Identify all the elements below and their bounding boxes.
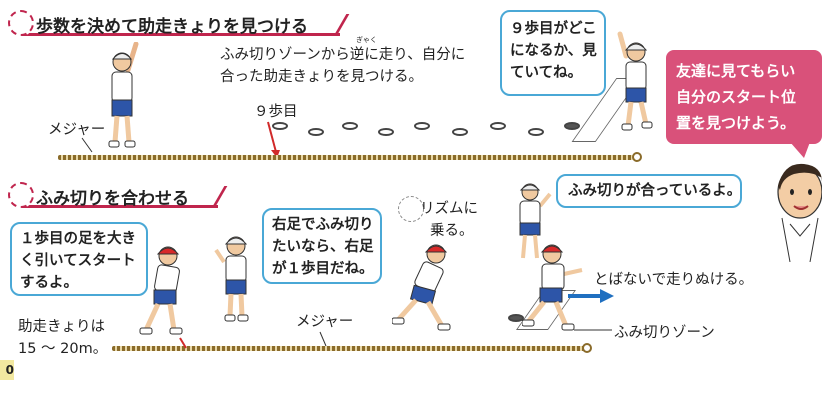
section1-description-line2: 合った助走きょりを見つける。: [220, 69, 423, 85]
section1-title-text: 歩数を決めて助走きょりを見つける: [36, 17, 308, 37]
right-bubble-text: ふみ切りが合っているよ。: [568, 183, 742, 199]
section2-measuring-tape: [112, 346, 586, 351]
footprint: [414, 122, 430, 130]
page-number: 0: [0, 360, 14, 380]
footprint: [452, 128, 468, 136]
section1-speech-bubble: ９歩目がどこ になるか、見 ていてね。: [500, 10, 606, 96]
footprint: [378, 128, 394, 136]
section2-title: ふみ切りを合わせる: [8, 182, 228, 209]
section2-mid-bubble: 右足でふみ切り たいなら、右足 が１歩目だね。: [262, 208, 382, 284]
section1-title-underline: [22, 33, 340, 36]
section1-measuring-tape: [58, 155, 636, 160]
footprint: [564, 122, 580, 130]
section1-tape-end: [632, 152, 642, 162]
section2-right-bubble: ふみ切りが合っているよ。: [556, 174, 742, 208]
mid-bubble-line2: たいなら、右足: [272, 239, 374, 255]
section1-tape-label: メジャー: [48, 122, 106, 138]
zone-label-leader: [574, 329, 612, 331]
rhythm-dashed-circle: [398, 196, 424, 222]
pink-note-line2: 自分のスタート位: [676, 88, 797, 106]
run-up-distance-line1: 助走きょりは: [18, 319, 105, 335]
section2-number-circle: [8, 182, 34, 208]
kid-raising-hand-right: [617, 31, 653, 131]
left-bubble-line1: １歩目の足を大き: [20, 231, 136, 247]
left-bubble-line3: するよ。: [20, 275, 78, 291]
footprint: [490, 122, 506, 130]
kid-ready-to-start: [139, 246, 183, 335]
section1-step-label: ９歩目: [254, 104, 298, 120]
teacher-face: [777, 163, 822, 262]
pink-note-box: 友達に見てもらい 自分のスタート位 置を見つけよう。: [666, 50, 822, 144]
section1-tape-pointer: [81, 137, 93, 153]
mid-bubble-line3: が１歩目だね。: [272, 261, 374, 277]
section2-tape-end: [582, 343, 592, 353]
footprint: [272, 122, 288, 130]
kid-watching: [214, 236, 249, 322]
direction-arrow: [568, 289, 614, 303]
section1-number-circle: [8, 10, 34, 36]
footprint: [508, 314, 524, 322]
run-through-label: とばないで走りぬける。: [594, 272, 754, 288]
section2-left-bubble: １歩目の足を大き く引いてスタート するよ。: [10, 222, 148, 296]
section1-bubble-line1: ９歩目がどこ: [510, 21, 597, 37]
mid-bubble-line1: 右足でふみ切り: [272, 217, 374, 233]
section2-title-underline: [22, 205, 218, 208]
section1-ruby: ぎゃく: [356, 36, 377, 44]
section1-title: 歩数を決めて助走きょりを見つける: [8, 10, 350, 37]
footprint: [342, 122, 358, 130]
left-bubble-line2: く引いてスタート: [20, 253, 136, 269]
zone-label: ふみ切りゾーン: [614, 325, 715, 341]
pink-note-line3: 置を見つけよう。: [676, 114, 796, 132]
section1-description-line1: ふみ切りゾーンから逆に走り、自分に: [220, 47, 466, 63]
run-up-distance: 助走きょりは 15 ～ 20m。: [18, 316, 107, 360]
kid-running: [392, 244, 451, 331]
footprint: [528, 128, 544, 136]
section1-bubble-line3: ていてね。: [510, 65, 583, 81]
rhythm-line2: 乗る。: [430, 223, 474, 239]
section2-tape-pointer: [319, 331, 327, 347]
rhythm-line1: リズムに: [420, 201, 478, 217]
kid-takeoff: [522, 244, 583, 331]
start-mark: [179, 337, 187, 349]
kid-observer: [519, 183, 552, 259]
section1-title-slash: [323, 14, 350, 36]
section2-title-slash: [201, 186, 228, 208]
run-up-distance-line2: 15 ～ 20m。: [18, 341, 108, 357]
section2-tape-label: メジャー: [296, 314, 354, 330]
footprint: [308, 128, 324, 136]
kid-raising-hand-left: [108, 42, 139, 148]
section2-title-text: ふみ切りを合わせる: [36, 189, 189, 209]
section1-bubble-line2: になるか、見: [510, 43, 597, 59]
pink-note-tail: [790, 142, 810, 158]
section1-description: ぎゃく ふみ切りゾーンから逆に走り、自分に 合った助走きょりを見つける。: [220, 36, 466, 88]
pink-note-line1: 友達に見てもらい: [676, 62, 796, 80]
